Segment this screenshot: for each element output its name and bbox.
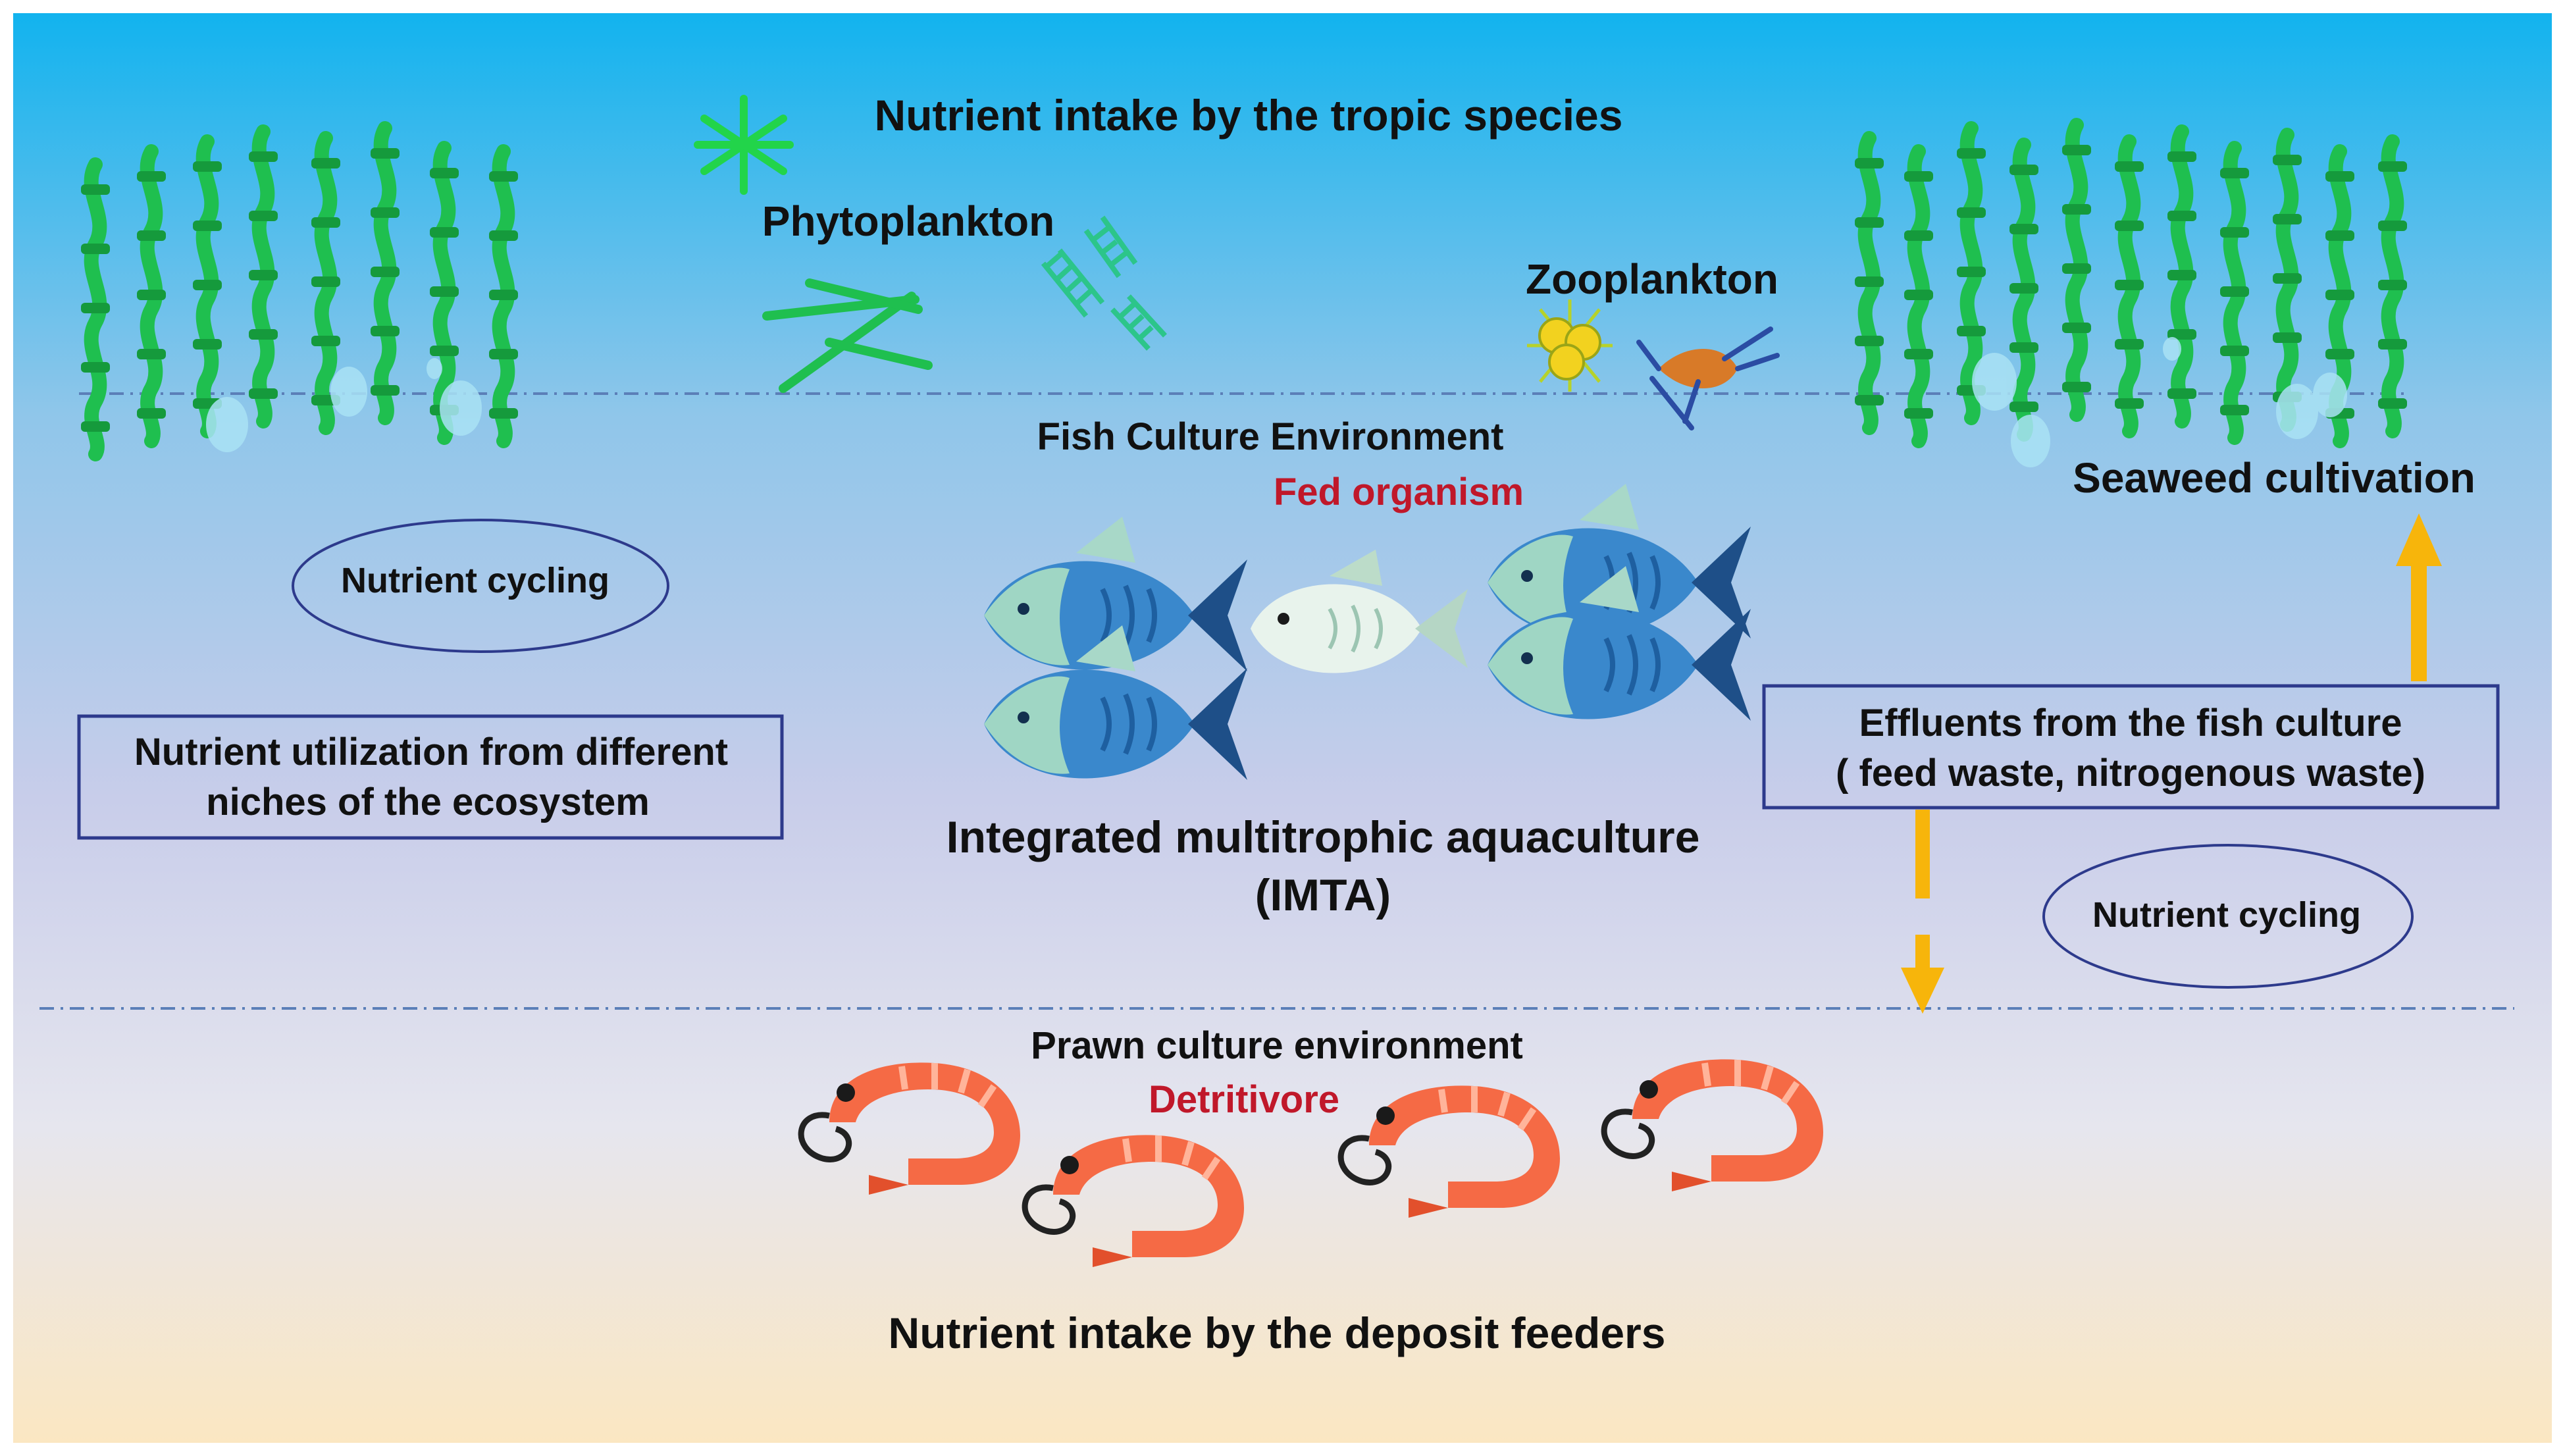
nutrient-cycling-ellipse-left: [292, 519, 669, 653]
fish-culture-environment-label: Fish Culture Environment: [1037, 415, 1504, 458]
nutrient-utilization-line2: niches of the ecosystem: [206, 781, 650, 823]
arrow-icon: [1901, 513, 2442, 1014]
effluents-line2: ( feed waste, nitrogenous waste): [1836, 752, 2425, 794]
zooplankton-icon: [1527, 299, 1780, 430]
seaweed-cultivation-label: Seaweed cultivation: [2073, 454, 2475, 502]
zooplankton-label: Zooplankton: [1526, 255, 1778, 303]
imta-title-line1: Integrated multitrophic aquaculture: [946, 812, 1700, 862]
fed-organism-label: Fed organism: [1274, 471, 1524, 513]
nutrient-cycling-label-left: Nutrient cycling: [341, 561, 609, 600]
imta-title-line2: (IMTA): [1255, 870, 1391, 920]
effluents-box: [1762, 684, 2500, 810]
bubble-icon: [206, 337, 2347, 467]
phytoplankton-label: Phytoplankton: [762, 197, 1054, 245]
detritivore-label: Detritivore: [1149, 1078, 1339, 1121]
nutrient-cycling-ellipse-right: [2042, 844, 2414, 989]
fish-icon: [984, 484, 1751, 780]
phytoplankton-icon: [1041, 215, 1167, 351]
top-heading: Nutrient intake by the tropic species: [875, 91, 1623, 140]
nutrient-utilization-box: [77, 714, 784, 840]
phytoplankton-icon: [694, 95, 794, 195]
prawn-culture-environment-label: Prawn culture environment: [1031, 1024, 1523, 1067]
nutrient-utilization-line1: Nutrient utilization from different: [134, 731, 728, 773]
bottom-heading: Nutrient intake by the deposit feeders: [889, 1309, 1666, 1357]
effluents-line1: Effluents from the fish culture: [1859, 702, 2402, 744]
phytoplankton-icon: [762, 278, 933, 393]
nutrient-cycling-label-right: Nutrient cycling: [2092, 895, 2361, 935]
